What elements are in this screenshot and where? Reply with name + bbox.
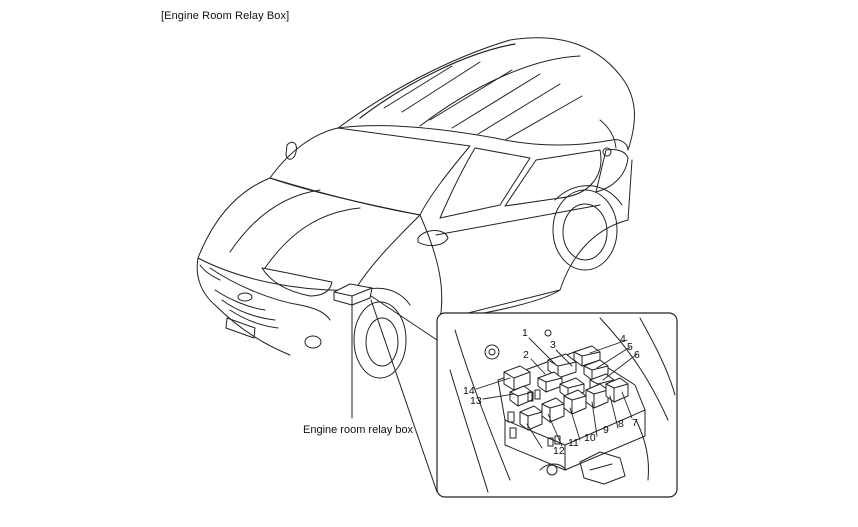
- relay-label-5: 5: [627, 341, 633, 353]
- relay-label-9: 9: [603, 424, 609, 436]
- relay-label-12: 12: [553, 445, 565, 457]
- relay-label-7: 7: [632, 417, 638, 429]
- relay-box-callout-label: Engine room relay box: [303, 424, 414, 436]
- relay-label-8: 8: [618, 418, 624, 430]
- relay-label-3: 3: [550, 339, 556, 351]
- relay-box-detail-inset: 1 2 3 4 5 6 7 8 9 10 11 12 13 14: [436, 312, 678, 498]
- relay-box-on-vehicle: [333, 283, 373, 306]
- relay-label-10: 10: [584, 432, 596, 444]
- relay-label-4: 4: [620, 333, 626, 345]
- relay-label-14: 14: [463, 385, 475, 397]
- relay-label-2: 2: [523, 349, 529, 361]
- relay-label-13: 13: [470, 395, 482, 407]
- vehicle-illustration: [196, 37, 635, 379]
- relay-label-6: 6: [634, 349, 640, 361]
- page-title: [Engine Room Relay Box]: [161, 10, 290, 22]
- relay-label-11: 11: [568, 437, 579, 449]
- leader-lines: [351, 295, 438, 493]
- relay-label-1: 1: [522, 327, 528, 339]
